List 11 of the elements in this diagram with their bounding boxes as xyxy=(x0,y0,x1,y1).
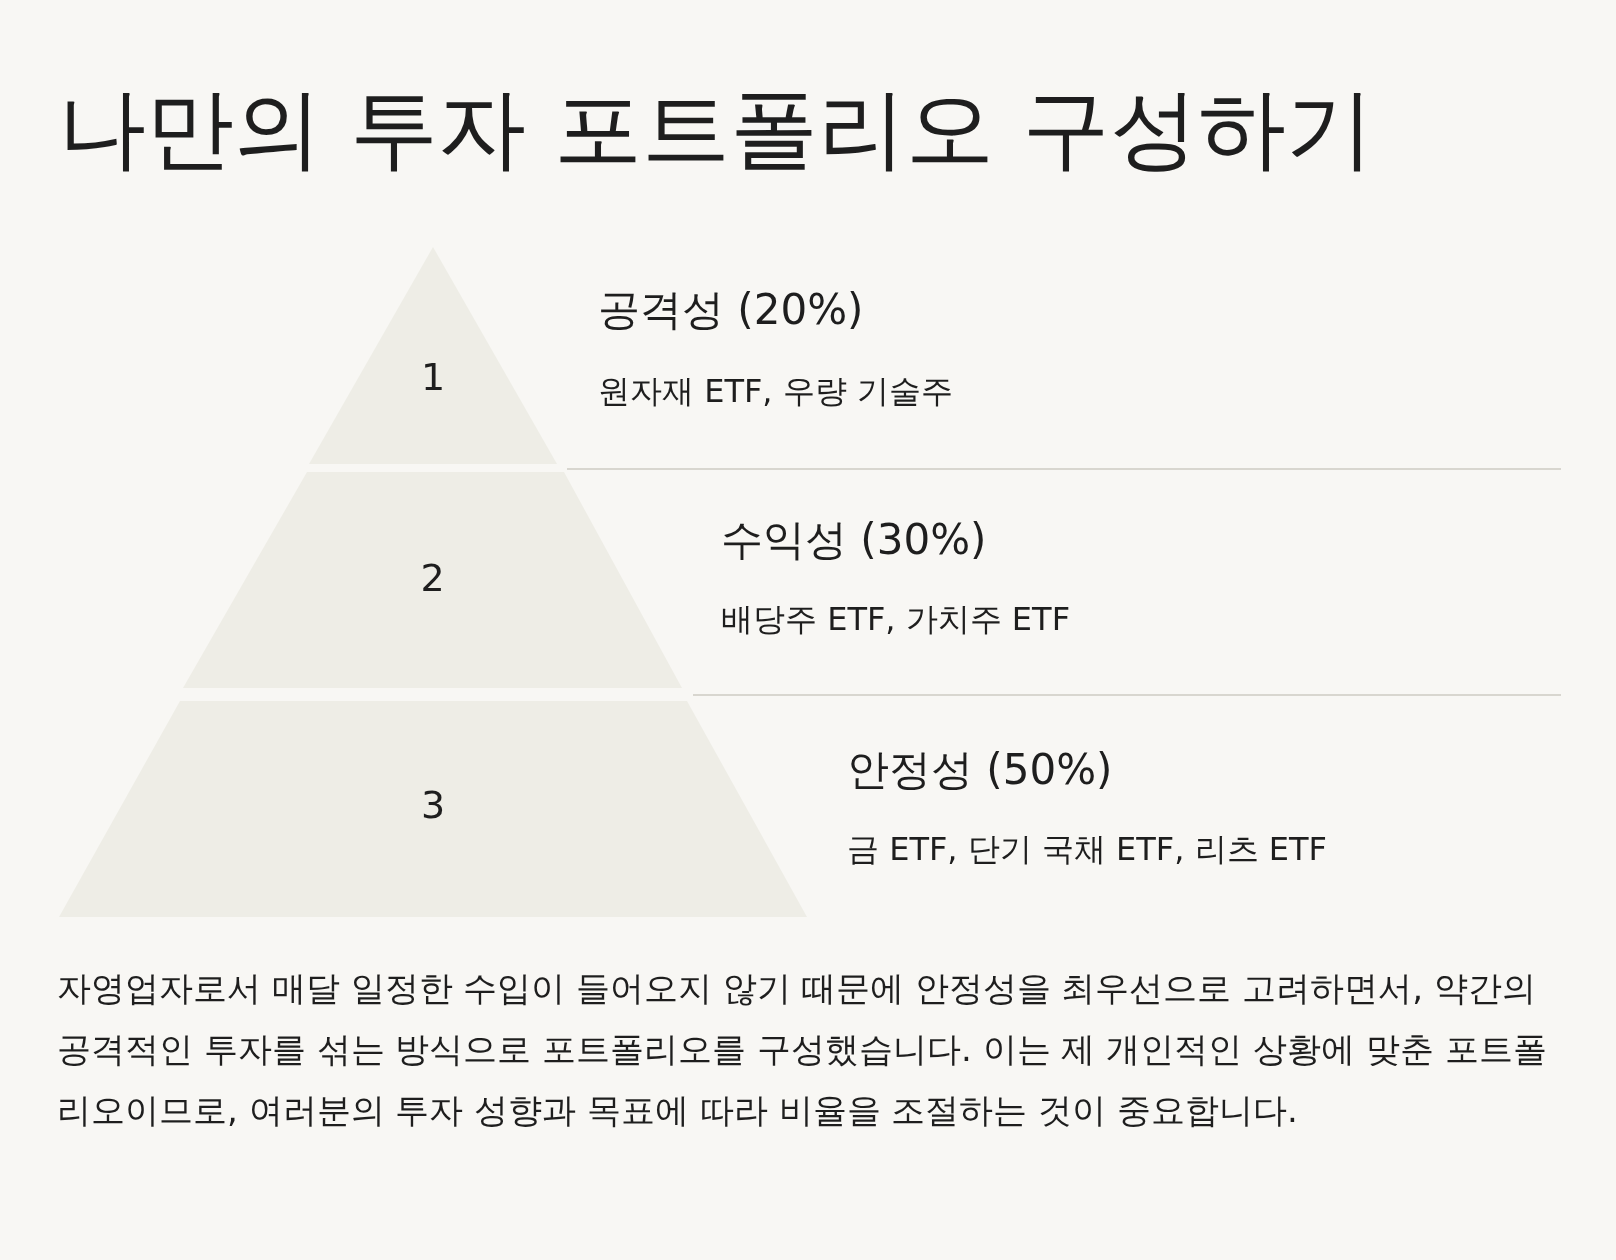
title: 나만의 투자 포트폴리오 구성하기 xyxy=(58,76,1374,182)
tier-heading: 공격성 (20%) xyxy=(598,284,864,336)
tier-number: 3 xyxy=(419,783,447,827)
tier-heading: 안정성 (50%) xyxy=(847,744,1113,796)
tier-description: 원자재 ETF, 우량 기술주 xyxy=(598,371,953,412)
tier-number: 1 xyxy=(419,355,447,399)
tier-number: 2 xyxy=(419,556,446,600)
tier-description: 금 ETF, 단기 국채 ETF, 리츠 ETF xyxy=(847,829,1327,870)
tier-heading: 수익성 (30%) xyxy=(721,514,987,566)
body-paragraph: 자영업자로서 매달 일정한 수입이 들어오지 않기 때문에 안정성을 최우선으로 고려하면서, 약간의 공격적인 투자를 섞는 방식으로 포트폴리오를 구성했습니다. 이는 제 개인적인 상황에 맞춘 포트폴리오이므로, 여러분의 투자 성향과 목표에 따라 비율을 조절하는 것이 중요합니다. xyxy=(57,967,1548,1132)
tier-description: 배당주 ETF, 가치주 ETF xyxy=(721,599,1071,640)
